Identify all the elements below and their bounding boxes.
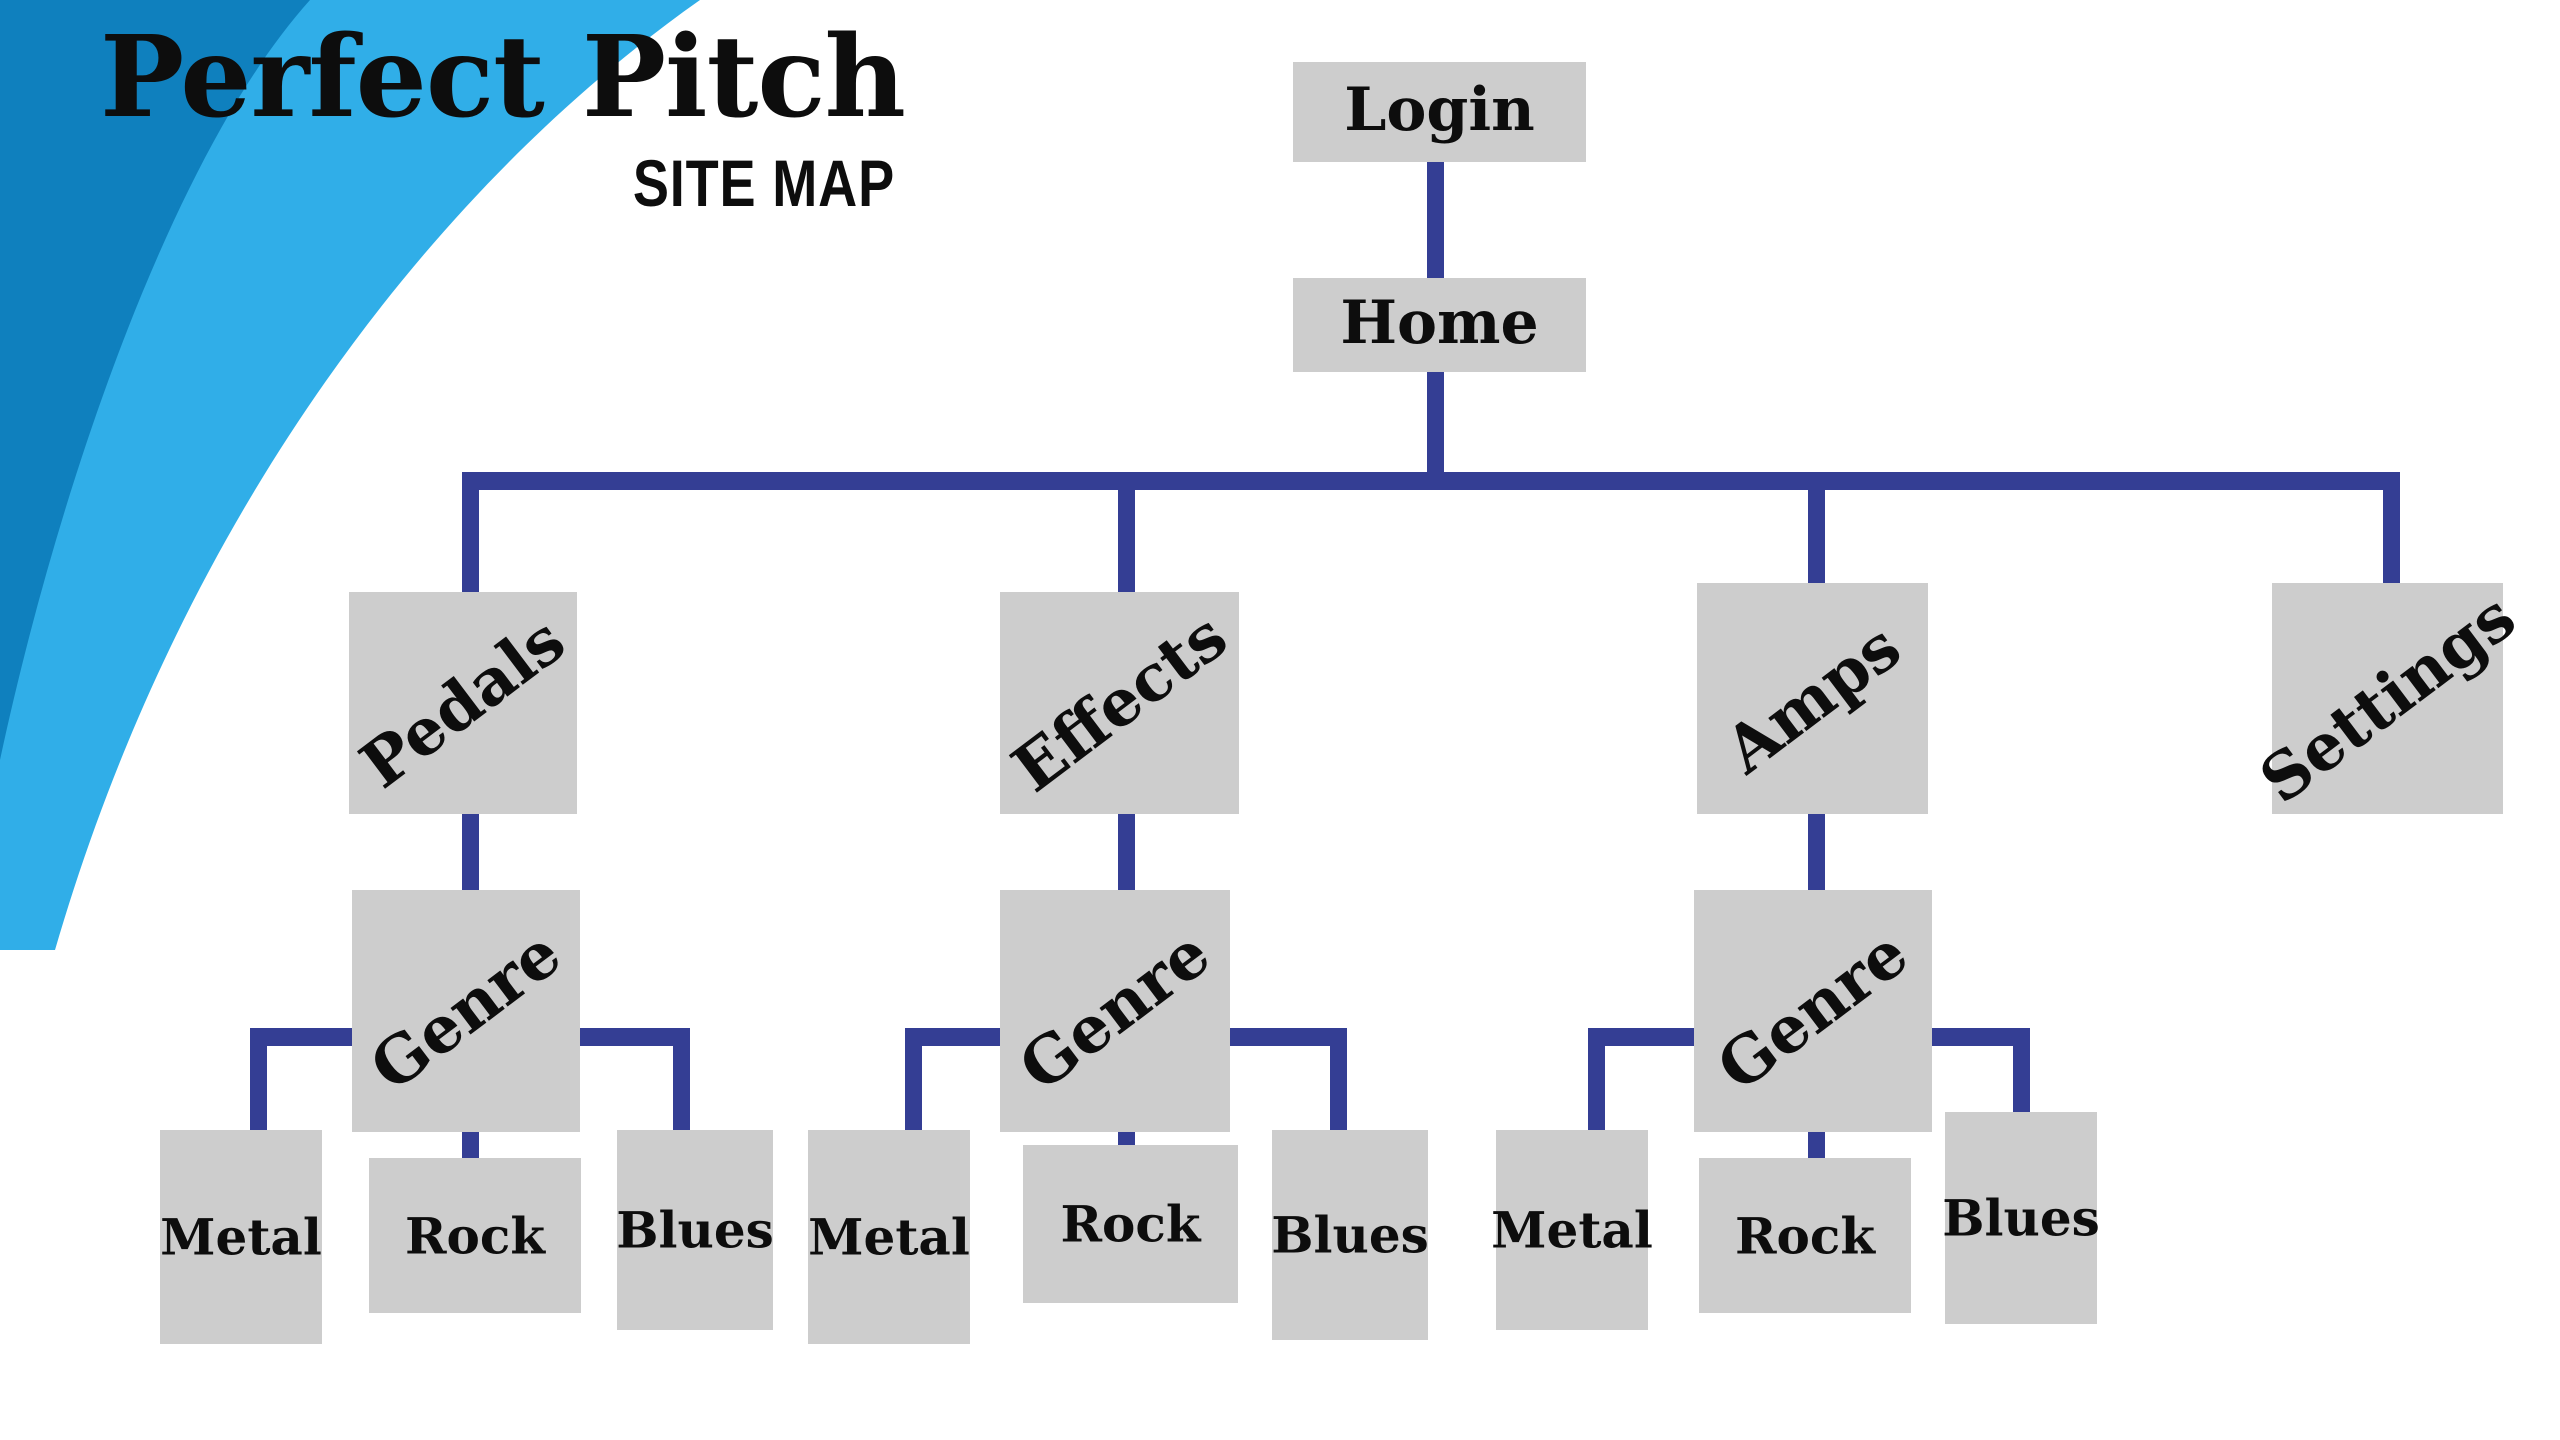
connector-genre3-right-horizontal <box>1912 1028 2030 1046</box>
node-genre-amps-label: Genre <box>1704 915 1922 1107</box>
node-amps-rock-label: Rock <box>1735 1206 1875 1265</box>
connector-genre1-left-vertical <box>250 1028 267 1134</box>
connector-bus-drop-pedals <box>462 472 479 594</box>
node-amps-label: Amps <box>1710 608 1915 789</box>
connector-genre2-right-vertical <box>1330 1028 1347 1134</box>
node-pedals[interactable]: Pedals <box>347 592 579 814</box>
node-amps-metal[interactable]: Metal <box>1491 1130 1653 1330</box>
connector-genre2-right-horizontal <box>1222 1028 1347 1046</box>
node-login[interactable]: Login <box>1293 62 1586 162</box>
brand-title: Perfect Pitch <box>100 12 906 143</box>
connector-genre1-left-horizontal <box>250 1028 360 1046</box>
node-effects-blues-label: Blues <box>1271 1205 1429 1265</box>
node-pedals-metal[interactable]: Metal <box>160 1130 322 1344</box>
connector-amps-genre <box>1808 812 1825 892</box>
node-pedals-label: Pedals <box>347 602 579 804</box>
node-effects-rock-label: Rock <box>1060 1194 1201 1254</box>
connector-genre3-left-horizontal <box>1588 1028 1706 1046</box>
node-pedals-blues-label: Blues <box>616 1200 774 1260</box>
node-pedals-rock[interactable]: Rock <box>369 1158 581 1313</box>
node-genre-pedals-label: Genre <box>357 915 575 1107</box>
node-home-label: Home <box>1340 287 1539 358</box>
node-genre-pedals[interactable]: Genre <box>352 890 580 1132</box>
node-effects-metal[interactable]: Metal <box>808 1130 970 1344</box>
node-settings[interactable]: Settings <box>2246 579 2529 818</box>
node-settings-label: Settings <box>2246 578 2529 819</box>
connector-genre3-left-vertical <box>1588 1028 1605 1134</box>
node-amps-blues-label: Blues <box>1942 1188 2100 1248</box>
connector-genre3-right-vertical <box>2013 1028 2030 1134</box>
connector-bus-drop-effects <box>1118 472 1135 594</box>
connector-genre1-right-vertical <box>673 1028 690 1134</box>
connector-pedals-genre <box>462 812 479 892</box>
node-effects-rock[interactable]: Rock <box>1023 1145 1238 1303</box>
node-effects-metal-label: Metal <box>808 1207 970 1267</box>
node-amps-rock[interactable]: Rock <box>1699 1158 1911 1313</box>
node-amps-metal-label: Metal <box>1491 1200 1653 1260</box>
connector-login-home <box>1427 160 1444 290</box>
connector-effects-genre <box>1118 812 1135 892</box>
connector-bus-drop-settings <box>2383 472 2400 594</box>
title-block: Perfect Pitch SITE MAP <box>100 12 920 220</box>
node-pedals-metal-label: Metal <box>160 1207 322 1267</box>
node-login-label: Login <box>1344 74 1535 145</box>
page-subtitle: SITE MAP <box>632 146 895 220</box>
connector-bus-horizontal <box>462 472 2400 490</box>
node-genre-effects-label: Genre <box>1006 915 1224 1107</box>
node-effects[interactable]: Effects <box>998 592 1241 814</box>
node-amps-blues[interactable]: Blues <box>1942 1112 2100 1324</box>
connector-genre1-right-horizontal <box>565 1028 690 1046</box>
node-effects-label: Effects <box>998 598 1241 808</box>
node-amps[interactable]: Amps <box>1697 583 1928 814</box>
node-home[interactable]: Home <box>1293 278 1586 372</box>
connector-genre2-left-vertical <box>905 1028 922 1134</box>
connector-genre2-left-horizontal <box>905 1028 1015 1046</box>
node-genre-effects[interactable]: Genre <box>1000 890 1230 1132</box>
connector-home-trunk <box>1427 372 1444 480</box>
node-pedals-blues[interactable]: Blues <box>616 1130 774 1330</box>
node-effects-blues[interactable]: Blues <box>1271 1130 1429 1340</box>
node-pedals-rock-label: Rock <box>405 1206 545 1265</box>
node-genre-amps[interactable]: Genre <box>1694 890 1932 1132</box>
connector-bus-drop-amps <box>1808 472 1825 594</box>
